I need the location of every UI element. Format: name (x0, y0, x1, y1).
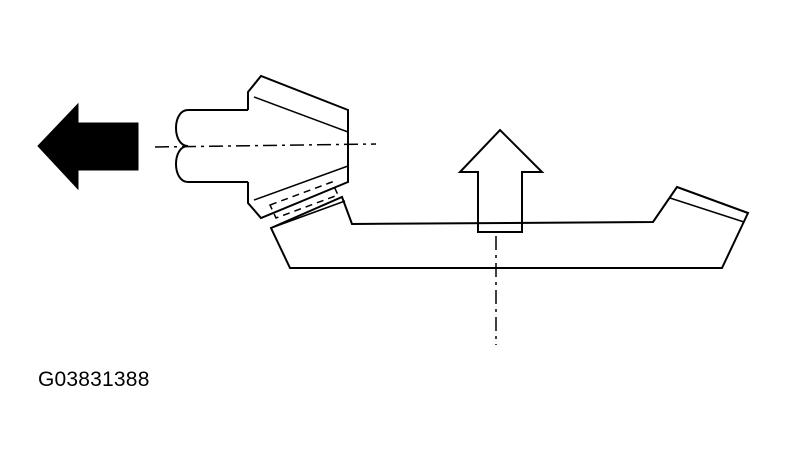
pinion-centerline (154, 143, 377, 148)
pinion-tooth-line-lower (253, 165, 349, 201)
up-movement-arrow-icon (457, 128, 545, 233)
ring-heel-line (669, 197, 745, 223)
pinion-gear (247, 74, 349, 220)
ring-gear (269, 185, 750, 269)
ring-tooth-line (270, 200, 346, 229)
left-thrust-arrow-icon (37, 102, 139, 191)
pinion-tooth-line (253, 96, 349, 133)
figure-code: G03831388 (38, 368, 150, 391)
